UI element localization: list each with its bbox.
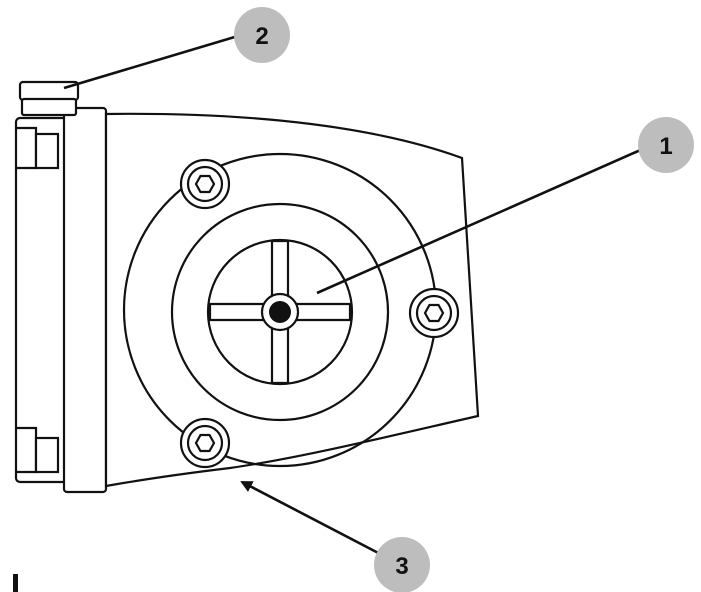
callout-1: 1 [638, 117, 694, 173]
callout-2: 2 [234, 7, 290, 63]
screw-bottom-left [179, 417, 231, 469]
screw-top-left [179, 158, 231, 210]
leader-line-1 [316, 146, 646, 295]
callout-1-label: 1 [659, 133, 672, 160]
leader-line-2 [63, 34, 239, 90]
back-flange [14, 116, 70, 484]
arrow-3 [240, 480, 385, 558]
callout-3-label: 3 [395, 553, 408, 580]
rotor-cross [208, 239, 352, 385]
front-plate [62, 106, 108, 494]
callout-3: 3 [374, 537, 430, 592]
edge-mark [13, 574, 18, 592]
screw-right [408, 287, 460, 339]
callout-2-label: 2 [255, 23, 268, 50]
top-connector [18, 80, 80, 117]
